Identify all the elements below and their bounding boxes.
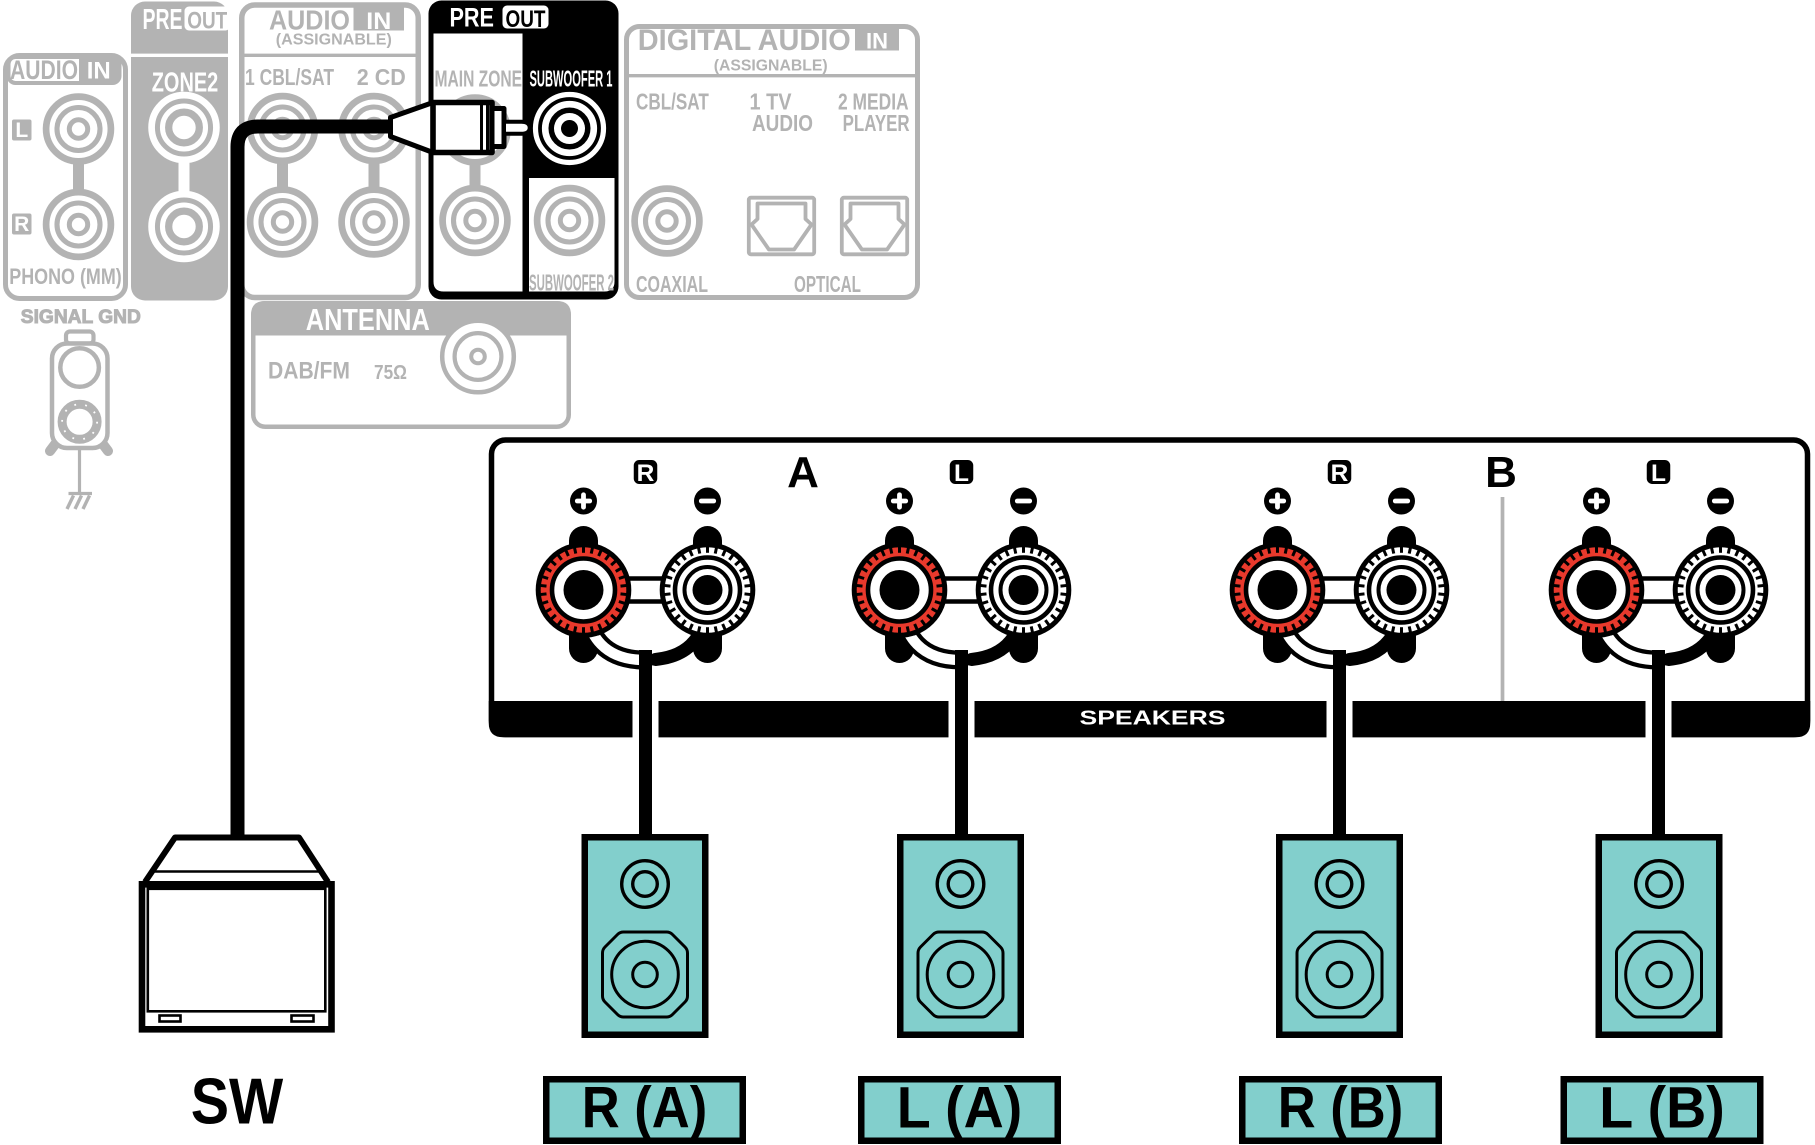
- svg-text:A: A: [787, 448, 819, 497]
- svg-text:B: B: [1485, 448, 1517, 497]
- svg-text:IN: IN: [866, 28, 888, 53]
- svg-text:OUT: OUT: [506, 6, 546, 33]
- svg-text:(ASSIGNABLE): (ASSIGNABLE): [714, 58, 828, 75]
- svg-text:DAB/FM: DAB/FM: [268, 357, 350, 384]
- svg-text:OUT: OUT: [187, 8, 227, 35]
- svg-text:PHONO (MM): PHONO (MM): [9, 264, 122, 289]
- svg-text:PRE: PRE: [143, 4, 183, 36]
- svg-text:R: R: [637, 460, 655, 487]
- svg-text:AUDIO: AUDIO: [269, 4, 350, 35]
- svg-text:L: L: [15, 119, 28, 142]
- svg-text:OPTICAL: OPTICAL: [794, 271, 861, 297]
- svg-text:COAXIAL: COAXIAL: [636, 271, 708, 297]
- svg-text:(ASSIGNABLE): (ASSIGNABLE): [276, 31, 392, 48]
- svg-text:ANTENNA: ANTENNA: [306, 302, 430, 337]
- svg-text:PRE: PRE: [450, 2, 495, 32]
- svg-text:SUBWOOFER 1: SUBWOOFER 1: [530, 66, 613, 92]
- svg-text:SIGNAL GND: SIGNAL GND: [21, 306, 141, 328]
- svg-text:R (A): R (A): [582, 1076, 708, 1141]
- svg-text:AUDIO: AUDIO: [752, 110, 813, 136]
- svg-text:IN: IN: [87, 58, 111, 85]
- svg-text:SW: SW: [191, 1065, 284, 1138]
- svg-text:L: L: [954, 460, 969, 487]
- svg-text:MAIN ZONE: MAIN ZONE: [435, 66, 523, 92]
- svg-text:SPEAKERS: SPEAKERS: [1080, 707, 1226, 730]
- svg-text:2 MEDIA: 2 MEDIA: [838, 89, 909, 115]
- svg-text:2 CD: 2 CD: [357, 64, 406, 90]
- svg-text:AUDIO: AUDIO: [10, 55, 78, 85]
- svg-text:R (B): R (B): [1278, 1076, 1404, 1141]
- svg-text:R: R: [1331, 460, 1349, 487]
- svg-text:1 CBL/SAT: 1 CBL/SAT: [245, 64, 334, 90]
- svg-text:1 TV: 1 TV: [750, 89, 793, 115]
- svg-text:L: L: [1651, 460, 1666, 487]
- svg-text:R: R: [14, 213, 29, 236]
- svg-text:CBL/SAT: CBL/SAT: [636, 89, 709, 115]
- svg-text:L (B): L (B): [1599, 1076, 1725, 1141]
- svg-text:75Ω: 75Ω: [374, 361, 407, 384]
- svg-text:PLAYER: PLAYER: [843, 110, 910, 136]
- svg-text:DIGITAL AUDIO: DIGITAL AUDIO: [638, 24, 851, 57]
- svg-text:SUBWOOFER 2: SUBWOOFER 2: [529, 270, 614, 296]
- svg-text:IN: IN: [366, 8, 391, 35]
- svg-text:L (A): L (A): [897, 1076, 1023, 1141]
